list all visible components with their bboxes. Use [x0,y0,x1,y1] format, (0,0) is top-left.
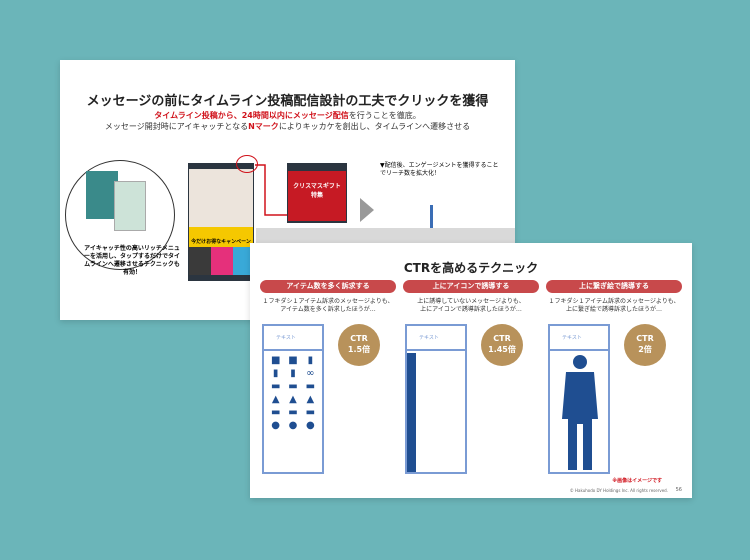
campaign-banner: 今だけお得なキャンペーン [189,227,253,247]
technique-desc: １フキダシ１アイテム訴求のメッセージよりも、アイテム数を多く訴求したほうが… [262,298,394,313]
highlight-text: Nマーク [248,122,279,131]
connector-arrow [255,164,289,216]
slide-title: メッセージの前にタイムライン投稿配信設計の工夫でクリックを獲得 [86,94,489,109]
copyright: © Hakuhodo DY Holdings Inc. All rights r… [569,488,668,493]
phone-screenshot [86,171,118,219]
page-number: 56 [675,487,682,493]
phone-screenshot: クリスマスギフト特集 [287,163,347,223]
slide-subtitle: タイムライン投稿から、24時間以内にメッセージ配信を行うことを徹底。 メッセージ… [60,110,515,132]
subtitle-text: によりキッカケを創出し、タイムラインへ遷移させる [278,122,471,131]
slide-ctr: CTRを高めるテクニック アイテム数を多く訴求する １フキダシ１アイテム訴求のメ… [250,243,692,498]
phone-screenshot: 今だけお得なキャンペーン [188,163,254,281]
icon-strip [407,353,416,472]
slide-timeline: メッセージの前にタイムライン投稿配信設計の工夫でクリックを獲得 タイムライン投稿… [60,60,515,320]
suit-figure-icon [562,355,598,470]
subtitle-text: を行うことを徹底。 [348,111,421,120]
mock-text: テキスト [550,326,608,351]
technique-column: アイテム数を多く訴求する １フキダシ１アイテム訴求のメッセージよりも、アイテム数… [260,280,396,474]
technique-column: 上にアイコンで誘導する 上に誘導していないメッセージよりも、上にアイコンで誘導訴… [403,280,539,474]
technique-desc: 上に誘導していないメッセージよりも、上にアイコンで誘導訴求したほうが… [417,298,525,313]
technique-desc: １フキダシ１アイテム訴求のメッセージよりも、上に繋ぎ絵で誘導訴求したほうが… [548,298,680,313]
speech-bubble [65,160,175,270]
technique-label: 上にアイコンで誘導する [403,280,539,293]
technique-label: 上に繋ぎ絵で誘導する [546,280,682,293]
mock-text: テキスト [264,326,322,351]
technique-label: アイテム数を多く訴求する [260,280,396,293]
highlight-text: タイムライン投稿から、24時間以内にメッセージ配信 [154,111,349,120]
xmas-banner: クリスマスギフト特集 [288,171,346,221]
message-mockup: テキスト [405,324,467,474]
subtitle-text: メッセージ開封時にアイキャッチとなる [104,122,249,131]
slide-title: CTRを高めるテクニック [403,261,539,275]
mock-text: テキスト [407,326,465,351]
message-mockup: テキスト [548,324,610,474]
phone-screenshot [114,181,146,231]
message-mockup: テキスト ■■▮▮▮∞▬▬▬▲▲▲▬▬▬●●● [262,324,324,474]
chart-bar [430,205,433,235]
n-mark-highlight [236,155,258,173]
item-grid: ■■▮▮▮∞▬▬▬▲▲▲▬▬▬●●● [270,355,316,431]
chart-note: ▼配信後、エンゲージメントを獲得することでリーチ数を拡大化！ [380,162,499,177]
arrow-right-icon [360,198,374,222]
image-note: ※画像はイメージです [612,478,662,484]
technique-column: 上に繋ぎ絵で誘導する １フキダシ１アイテム訴求のメッセージよりも、上に繋ぎ絵で誘… [546,280,682,474]
bubble-caption: アイキャッチ性の高いリッチメニューを活用し、タップするだけでタイムラインへ遷移さ… [83,245,180,276]
